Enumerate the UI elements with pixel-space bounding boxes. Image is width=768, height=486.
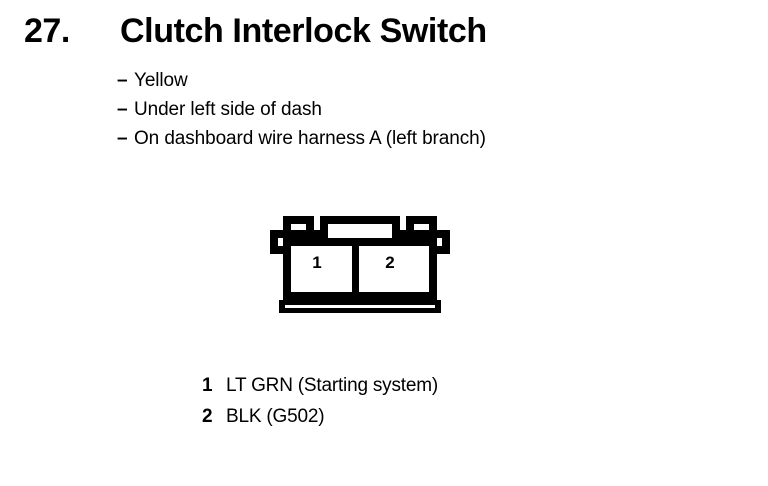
detail-list: – Yellow – Under left side of dash – On …	[117, 66, 486, 153]
legend-pin-description: BLK (G502)	[226, 405, 325, 427]
list-item-label: Under left side of dash	[134, 99, 322, 121]
connector-outline-icon: 1 2	[270, 216, 450, 313]
item-number: 27.	[24, 12, 70, 50]
bullet-dash-icon: –	[117, 128, 128, 150]
list-item: – Yellow	[117, 66, 486, 95]
legend-pin-description: LT GRN (Starting system)	[226, 375, 438, 396]
legend-pin-number: 2	[202, 405, 213, 427]
list-item-label: Yellow	[134, 70, 188, 91]
page-title: Clutch Interlock Switch	[120, 12, 487, 50]
legend-pin-number: 1	[202, 375, 213, 396]
pin-legend: 1 LT GRN (Starting system) 2 BLK (G502)	[202, 371, 438, 433]
page-header: 27. Clutch Interlock Switch	[24, 14, 487, 48]
legend-row: 2 BLK (G502)	[202, 402, 438, 433]
list-item-label: On dashboard wire harness A (left branch…	[134, 128, 486, 150]
bullet-dash-icon: –	[117, 99, 128, 121]
legend-row: 1 LT GRN (Starting system)	[202, 371, 438, 402]
cavity-number-1: 1	[312, 253, 321, 272]
bullet-dash-icon: –	[117, 70, 128, 91]
list-item: – On dashboard wire harness A (left bran…	[117, 124, 486, 153]
cavity-number-2: 2	[385, 253, 394, 272]
list-item: – Under left side of dash	[117, 95, 486, 124]
connector-diagram: 1 2	[266, 212, 462, 316]
